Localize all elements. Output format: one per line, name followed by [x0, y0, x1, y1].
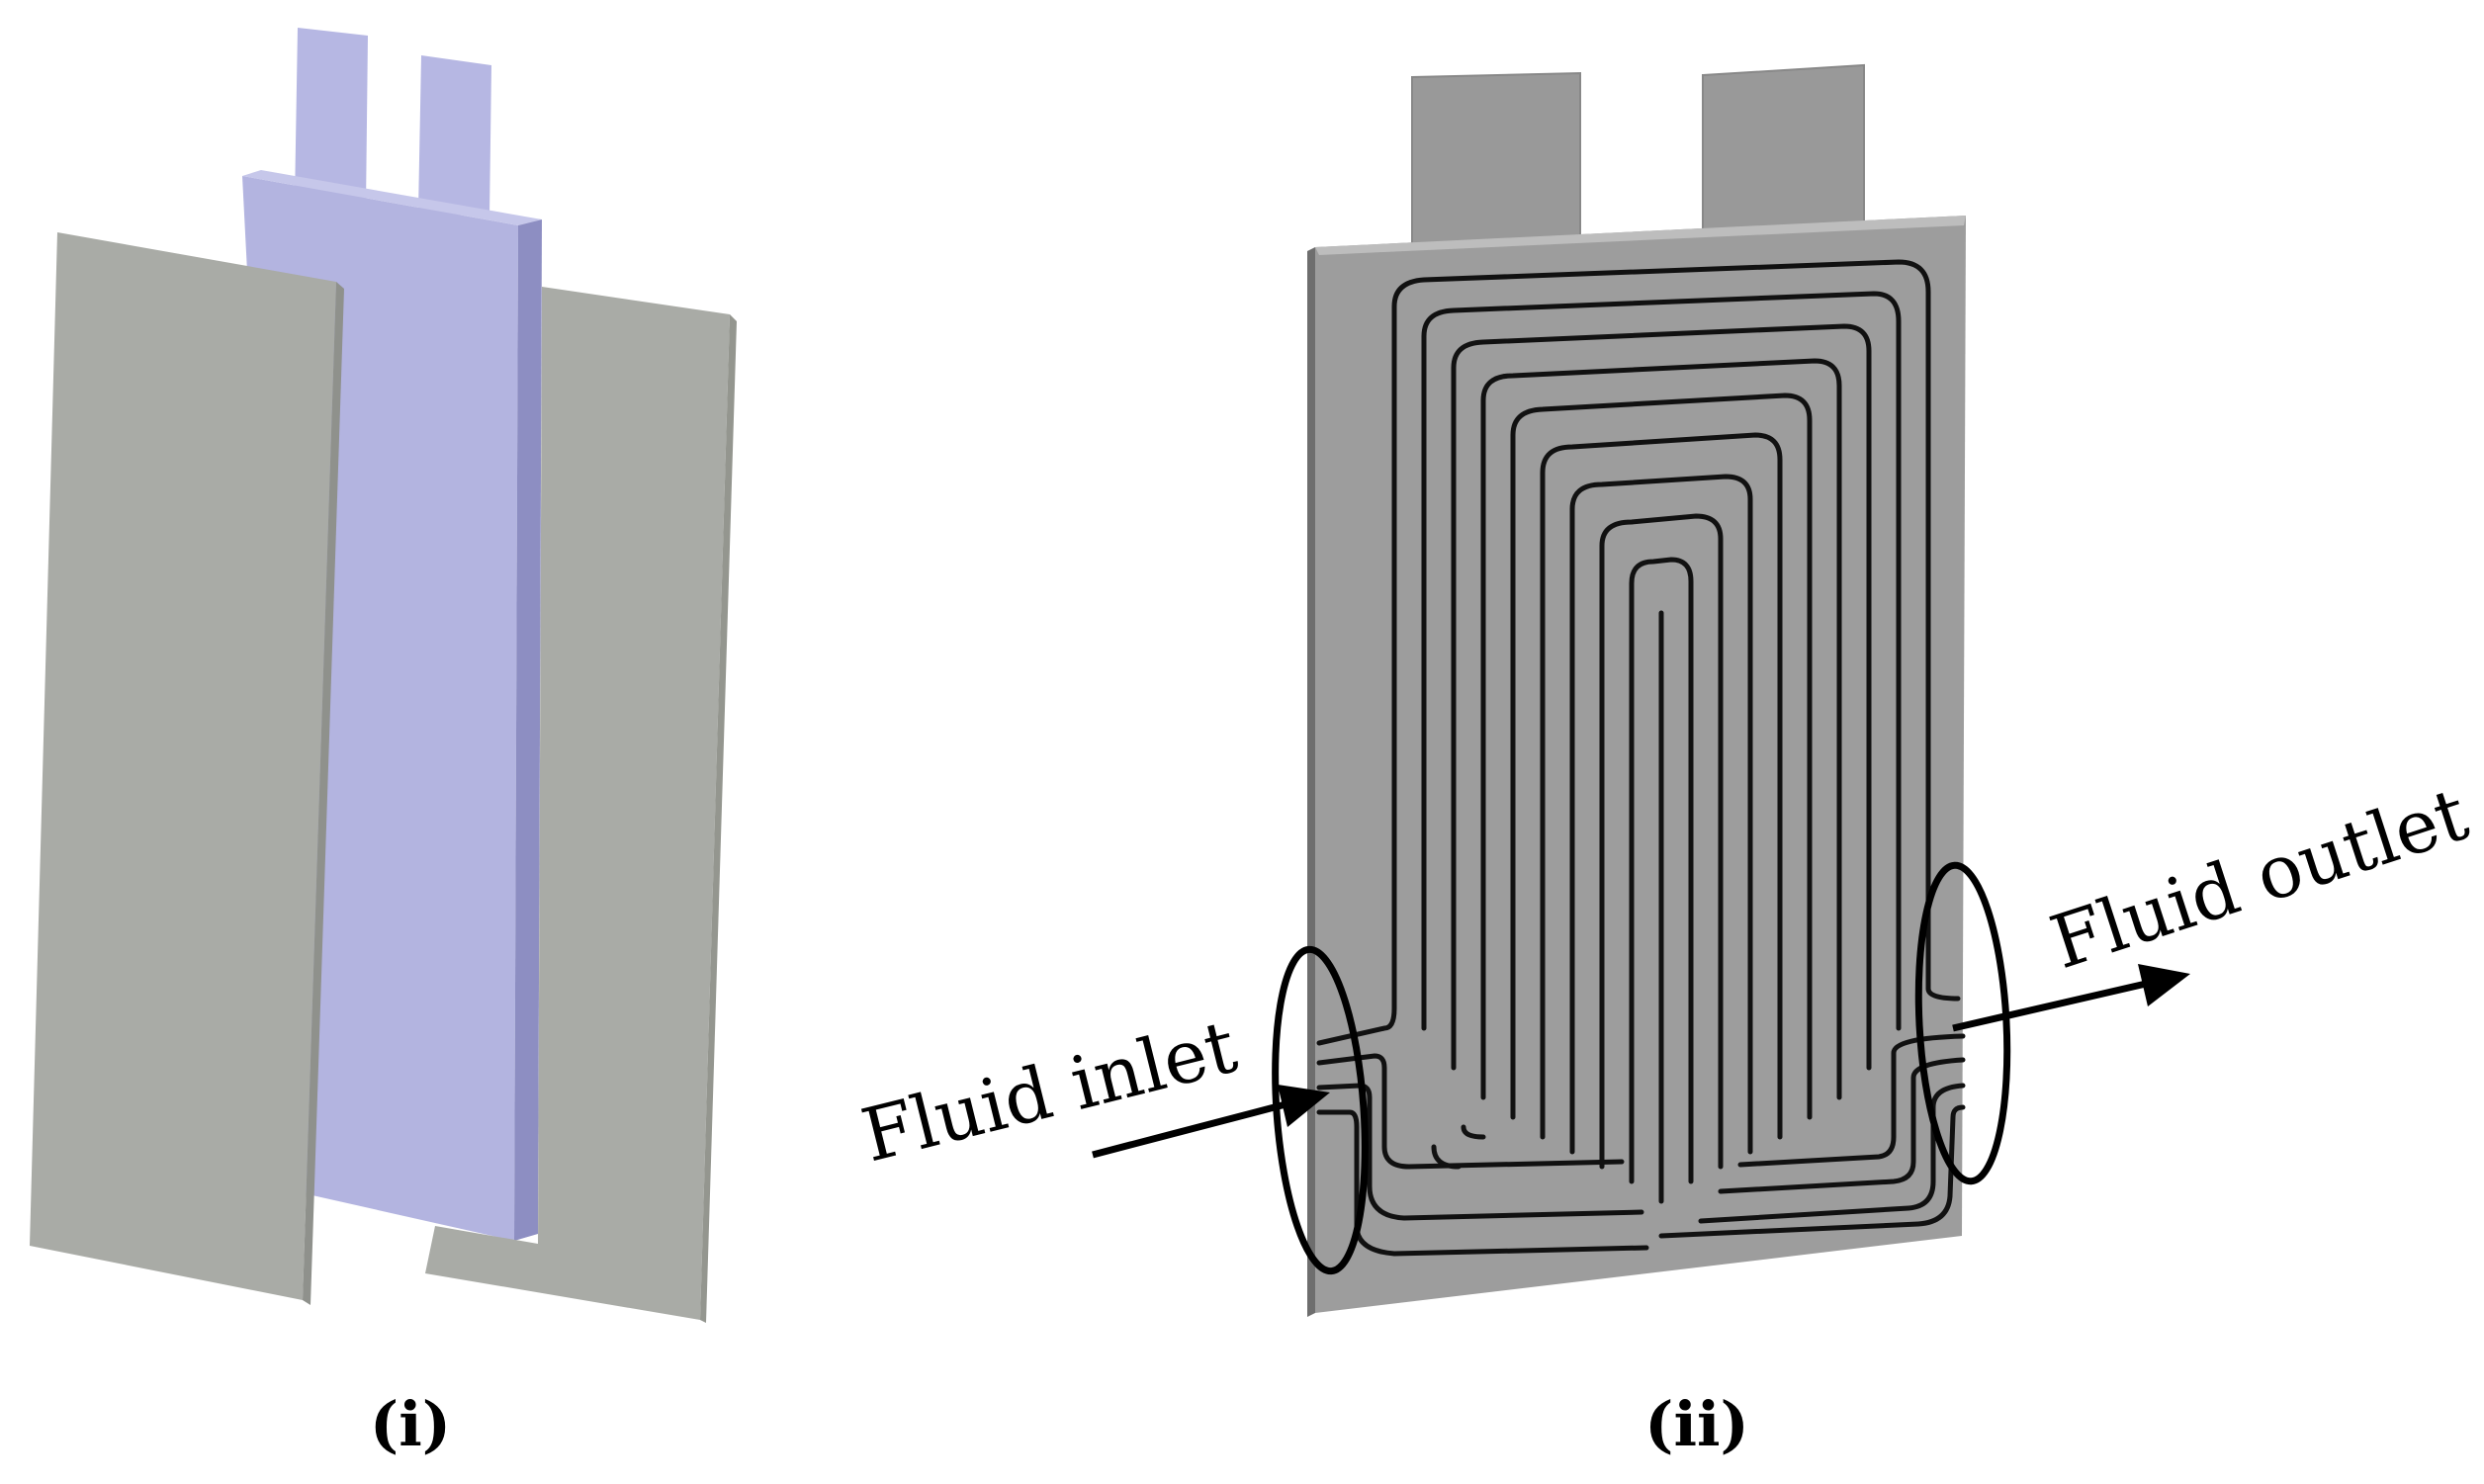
caption-i: (i) — [370, 1388, 451, 1460]
cold-plate-body — [1315, 216, 1966, 1313]
plate-tab-right — [1702, 63, 1865, 237]
plate-tab-left — [1411, 71, 1581, 255]
cell-tab-right — [418, 55, 491, 218]
left-cooling-plate — [30, 232, 336, 1300]
panel-ii-cooling-plate — [1092, 63, 2190, 1317]
inlet-arrow-icon — [1092, 1085, 1330, 1159]
right-cooling-plate — [425, 287, 730, 1320]
cold-plate-edge — [1307, 247, 1315, 1317]
battery-cell-top — [242, 170, 542, 225]
cell-tab-left — [295, 28, 368, 208]
serpentine-channels — [1316, 259, 1966, 1257]
outlet-ellipse — [1914, 861, 2011, 1185]
caption-ii: (ii) — [1644, 1388, 1749, 1460]
left-cooling-plate-edge — [303, 282, 344, 1305]
inlet-ellipse — [1272, 945, 1369, 1275]
right-cooling-plate-edge — [700, 314, 737, 1323]
outlet-arrow-icon — [1952, 964, 2190, 1032]
panel-i-battery-assembly — [30, 28, 737, 1323]
battery-cell-side — [514, 219, 542, 1241]
cold-plate-top-edge — [1315, 216, 1966, 255]
fluid-inlet-label: Fluid inlet — [854, 1004, 1245, 1179]
fluid-outlet-label: Fluid outlet — [2041, 771, 2478, 986]
